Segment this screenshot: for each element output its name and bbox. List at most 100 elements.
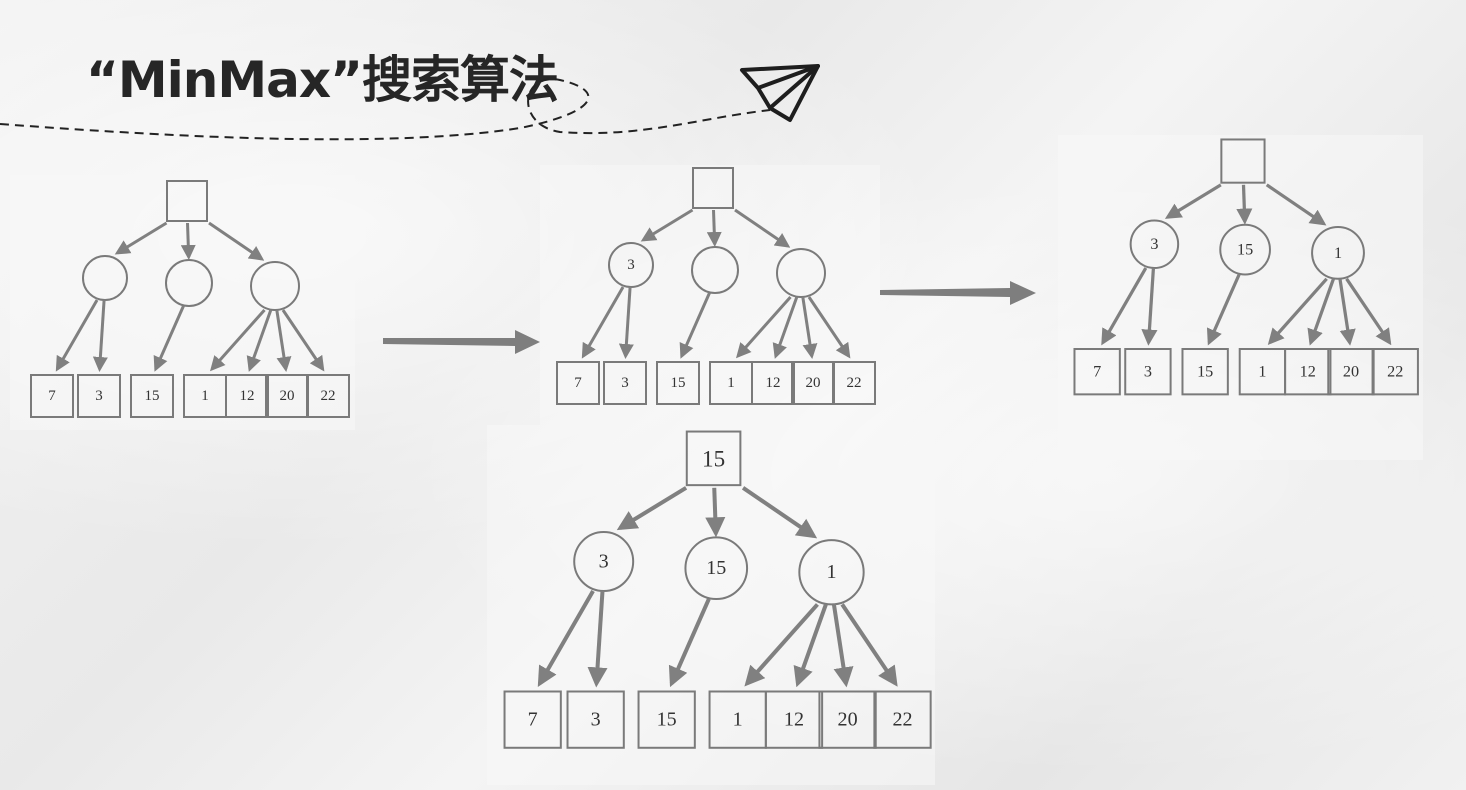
edge-arrow [208,221,265,261]
min-node-value: 3 [627,257,635,273]
min-node [608,242,654,288]
min-node-value: 3 [1150,235,1158,253]
edge-arrow [705,487,726,538]
min-node [1219,223,1271,276]
edge-arrow [92,299,108,372]
edge-arrow [180,222,196,260]
edge-arrow [1236,184,1253,225]
leaf-value: 22 [321,388,336,404]
min-node [82,255,128,301]
leaf-value: 15 [1197,363,1213,381]
dashed-flight-path [0,78,771,141]
leaf-node [637,690,696,749]
leaf-node [603,361,647,405]
leaf-value: 22 [847,375,862,391]
min-node [250,261,300,311]
edge-arrow [801,296,818,359]
edge-arrow [793,603,828,688]
edge-arrow [616,486,688,531]
edge-arrow [1206,273,1241,346]
edge-arrow [114,221,168,255]
edge-arrow [537,589,595,687]
edge-arrow [734,208,791,248]
leaf-value: 1 [201,388,209,404]
transition-arrow [880,281,1036,305]
leaf-value: 22 [1387,363,1403,381]
leaf-node [225,374,269,418]
edge-arrow [1164,183,1222,219]
edge-arrow [55,299,99,372]
min-node [573,531,635,593]
edge-arrow [618,286,634,359]
edge-arrow [581,286,625,359]
edge-arrow [736,296,792,359]
edge-arrow [640,208,694,242]
leaf-node [1371,348,1419,396]
min-node [776,248,826,298]
min-node [1129,219,1180,270]
tree-panel [10,175,355,430]
edge-arrow [153,305,185,372]
leaf-value: 20 [838,709,858,731]
min-node-value: 15 [1237,241,1253,259]
leaf-value: 20 [280,388,295,404]
edge-arrow [741,486,818,539]
edge-arrow [679,292,711,359]
leaf-node [1073,348,1121,396]
page-title: “MinMax”搜索算法 [86,51,559,109]
min-node-value: 1 [1334,244,1342,262]
leaf-value: 3 [1144,363,1152,381]
leaf-node [77,374,121,418]
leaf-node [503,690,562,749]
leaf-value: 1 [733,709,743,731]
leaf-value: 20 [806,375,821,391]
leaf-node [832,361,876,405]
leaf-node [1181,348,1229,396]
edge-arrow [831,604,854,688]
edge-arrow [1101,267,1148,346]
edge-arrow [706,209,722,247]
tree-panel [1058,135,1423,460]
min-node [165,259,213,307]
transition-arrow [383,330,540,354]
leaf-node [1327,348,1375,396]
min-node [684,536,749,601]
max-root-node [685,430,742,487]
root-value: 15 [702,445,725,471]
leaf-value: 15 [671,375,686,391]
leaf-node [1284,348,1332,396]
edge-arrow [1345,277,1392,346]
edge-arrow [744,603,819,687]
leaf-node [30,374,74,418]
leaf-value: 3 [591,709,601,731]
leaf-node [818,690,877,749]
leaf-node [306,374,350,418]
leaf-value: 7 [48,388,56,404]
edge-arrow [587,590,608,688]
leaf-value: 15 [145,388,160,404]
leaf-value: 7 [1093,363,1101,381]
leaf-value: 12 [784,709,804,731]
leaf-value: 1 [1258,363,1266,381]
edge-arrow [668,598,711,688]
edge-arrow [807,296,851,359]
edge-arrow [210,309,266,372]
edge-arrow [1265,183,1327,226]
edge-arrow [1307,278,1335,346]
edge-arrow [281,309,325,372]
min-node [798,539,865,606]
paper-plane-icon [740,64,820,122]
leaf-value: 1 [727,375,735,391]
leaf-value: 7 [528,709,538,731]
tree-panel [487,425,935,785]
leaf-value: 15 [657,709,677,731]
max-root-node [1220,138,1266,184]
min-node-value: 3 [599,551,609,573]
leaf-value: 12 [766,375,781,391]
min-node-value: 1 [826,561,836,583]
leaf-value: 3 [621,375,629,391]
